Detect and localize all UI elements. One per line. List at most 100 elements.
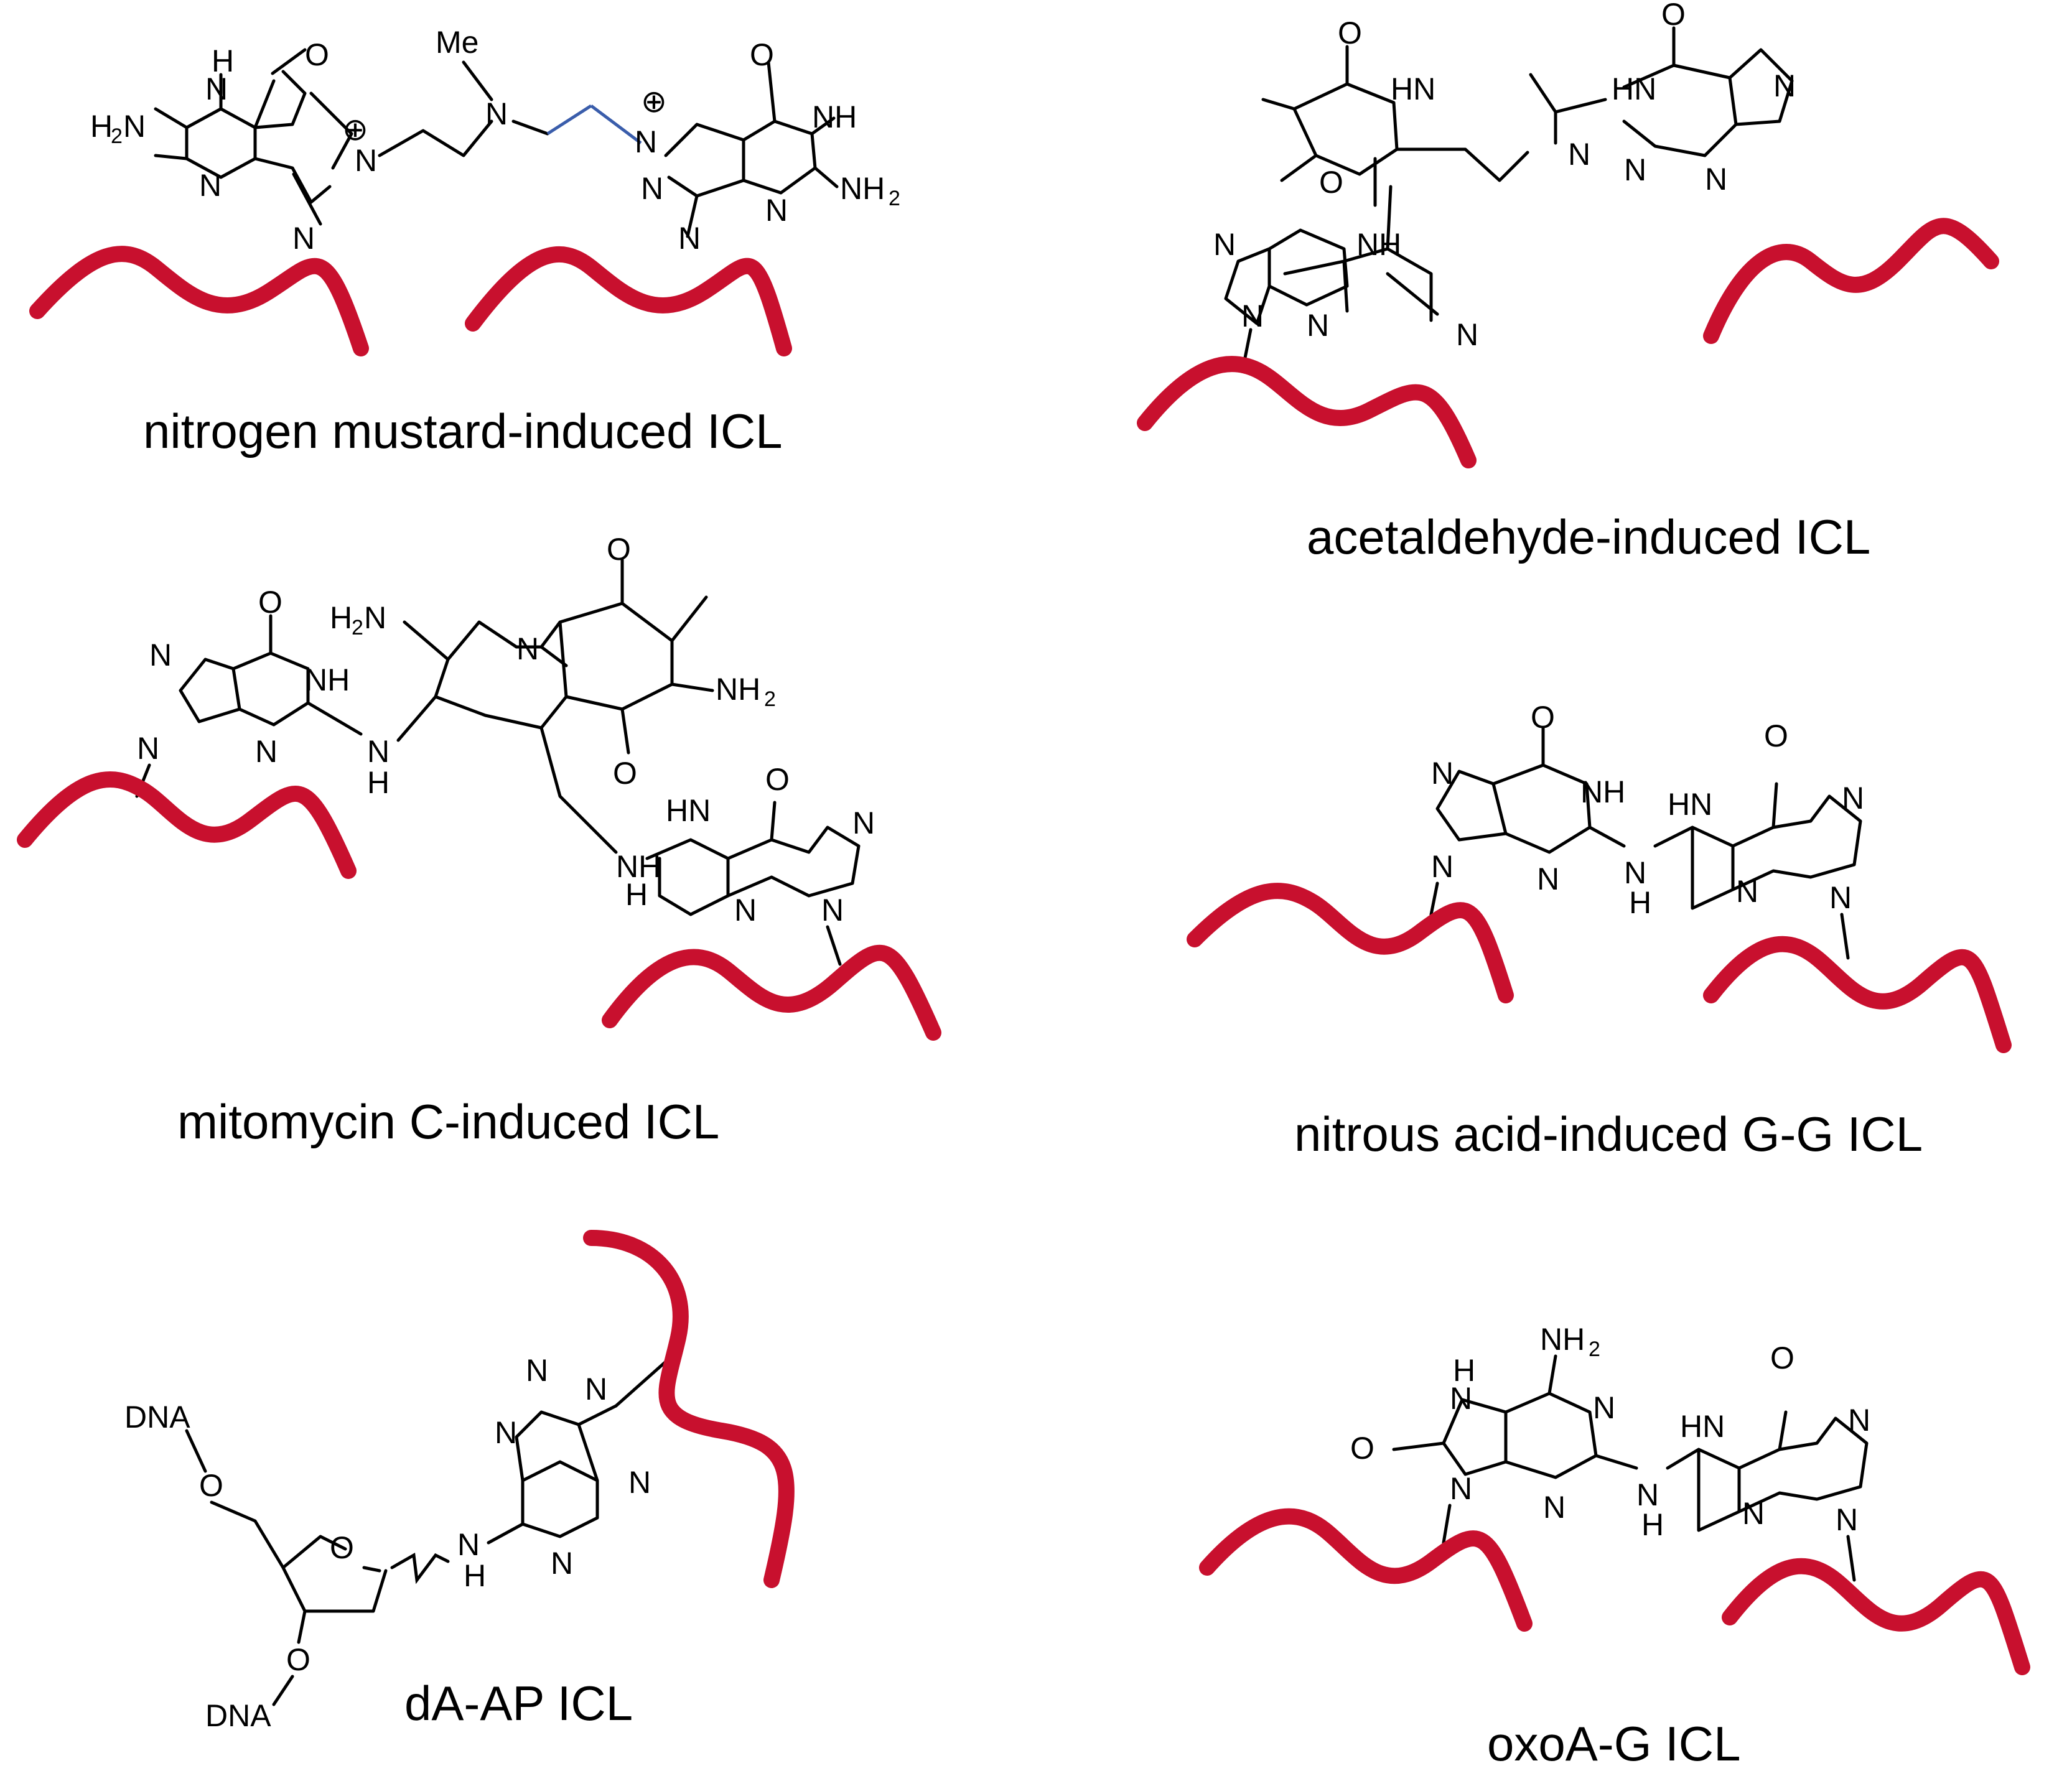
atom-n: N — [137, 731, 159, 766]
atom-n: N — [1773, 68, 1796, 103]
atom-nh: NH — [616, 849, 661, 884]
atom-n: N — [1829, 880, 1852, 915]
atom-h: H — [625, 877, 648, 912]
atom-n: N — [1568, 137, 1590, 172]
atom-o: O — [750, 37, 774, 72]
atom-n: N — [1593, 1390, 1615, 1425]
svg-text:2: 2 — [889, 187, 900, 210]
caption: oxoA-G ICL — [1487, 1716, 1740, 1771]
atom-n: N — [1450, 1381, 1472, 1416]
atom-n: N — [628, 1465, 651, 1500]
atom-o: O — [305, 37, 329, 72]
atom-n: N — [526, 1353, 548, 1388]
atom-o: O — [765, 762, 790, 797]
atom-n: N — [457, 1527, 480, 1562]
svg-text:2: 2 — [111, 124, 123, 148]
atom-n: N — [1842, 781, 1864, 816]
atom-n: N — [765, 193, 788, 228]
atom-o: O — [1764, 718, 1788, 753]
dna-ribbon — [1722, 1558, 2030, 1675]
atom-n: N — [1736, 874, 1758, 909]
atom-h2n: H — [330, 600, 352, 635]
atom-h: H — [464, 1558, 486, 1593]
atom-n: N — [1848, 1403, 1870, 1438]
atom-n: N — [255, 734, 278, 769]
atom-n: N — [585, 1372, 607, 1406]
atom-n: N — [367, 734, 390, 769]
atom-n: N — [355, 143, 377, 178]
atom-hn: HN — [1391, 72, 1435, 106]
atom-h: H — [1453, 1353, 1475, 1388]
atom-nh2: NH — [716, 672, 760, 707]
atom-hn: HN — [666, 793, 711, 828]
atom-o: O — [613, 756, 637, 791]
atom-n: N — [641, 171, 663, 206]
atom-h: H — [1641, 1507, 1664, 1542]
label-me: Me — [436, 25, 478, 60]
svg-text:2: 2 — [352, 616, 363, 639]
atom-o: O — [1338, 16, 1362, 50]
svg-text:2: 2 — [1589, 1337, 1600, 1361]
label-dna: DNA — [205, 1698, 271, 1733]
panel-nitrous-acid: O NH N N N N H O HN N N N nitrous acid-i… — [1187, 700, 2012, 1161]
atom-n: N — [821, 893, 844, 928]
atom-nh2: NH — [1540, 1322, 1585, 1357]
atom-n: N — [199, 168, 222, 203]
atom-nh: NH — [812, 100, 857, 134]
atom-hn: HN — [1612, 72, 1656, 106]
atom-n: N — [1431, 756, 1454, 791]
atom-n: N — [495, 1415, 517, 1450]
atom-h: H — [367, 765, 390, 800]
label-dna: DNA — [124, 1400, 190, 1434]
charge-plus: ⊕ — [342, 112, 368, 147]
atom-h: H — [1629, 885, 1651, 920]
dna-ribbon — [583, 1230, 795, 1588]
panel-nitrogen-mustard: H N O H 2 N N N N ⊕ Me N N ⊕ O NH NH 2 N… — [29, 25, 900, 458]
atom-nh2: NH — [840, 171, 885, 206]
dna-ribbon — [1703, 218, 1999, 344]
atom-nh: NH — [305, 663, 350, 697]
atom-o: O — [330, 1530, 354, 1565]
dna-ribbon — [17, 771, 357, 879]
atom-n: N — [364, 600, 386, 635]
atom-n: N — [551, 1546, 573, 1581]
atom-n: N — [678, 221, 701, 256]
atom-n: N — [1624, 855, 1646, 890]
dna-ribbon — [465, 246, 792, 356]
caption: nitrogen mustard-induced ICL — [143, 404, 783, 458]
atom-n: N — [1537, 862, 1559, 896]
atom-n: N — [1456, 317, 1478, 352]
atom-n: N — [149, 638, 172, 672]
atom-n: N — [1636, 1477, 1659, 1512]
atom-nh: NH — [1356, 227, 1401, 262]
atom-hn: HN — [1680, 1409, 1725, 1444]
atom-hn: HN — [1668, 787, 1712, 822]
caption: acetaldehyde-induced ICL — [1307, 509, 1870, 564]
atom-n: N — [1450, 1471, 1472, 1506]
dna-ribbon — [1703, 936, 2012, 1053]
panel-acetaldehyde: O HN O HN N N N N O NH N N N N acetaldeh… — [1137, 0, 1999, 564]
atom-o: O — [1531, 700, 1555, 735]
structure-left-guanine: H N O H 2 N N N N ⊕ — [90, 37, 377, 256]
caption: mitomycin C-induced ICL — [177, 1094, 719, 1149]
atom-nh: NH — [1580, 774, 1625, 809]
panel-oxoA-G: NH 2 H N O N N N N H O HN N N N oxoA-G I… — [1199, 1322, 2030, 1771]
atom-n: N — [852, 806, 875, 840]
atom-n: N — [1307, 308, 1329, 343]
atom-o: O — [199, 1468, 223, 1503]
atom-n: N — [1543, 1490, 1566, 1525]
atom-o: O — [1350, 1431, 1374, 1466]
atom-n: N — [1213, 227, 1236, 262]
atom-n: N — [205, 72, 228, 106]
atom-n: N — [1624, 152, 1646, 187]
atom-o: O — [1319, 165, 1343, 200]
dna-ribbon — [602, 944, 941, 1041]
atom-o: O — [286, 1642, 310, 1677]
atom-n: N — [1836, 1502, 1858, 1537]
atom-n: N — [516, 631, 539, 666]
atom-h2n: H — [90, 109, 113, 144]
atom-n: N — [123, 109, 146, 144]
panel-dA-AP: DNA O O O DNA N H N N N N N dA-AP ICL — [124, 1230, 795, 1733]
atom-n: N — [485, 96, 508, 131]
